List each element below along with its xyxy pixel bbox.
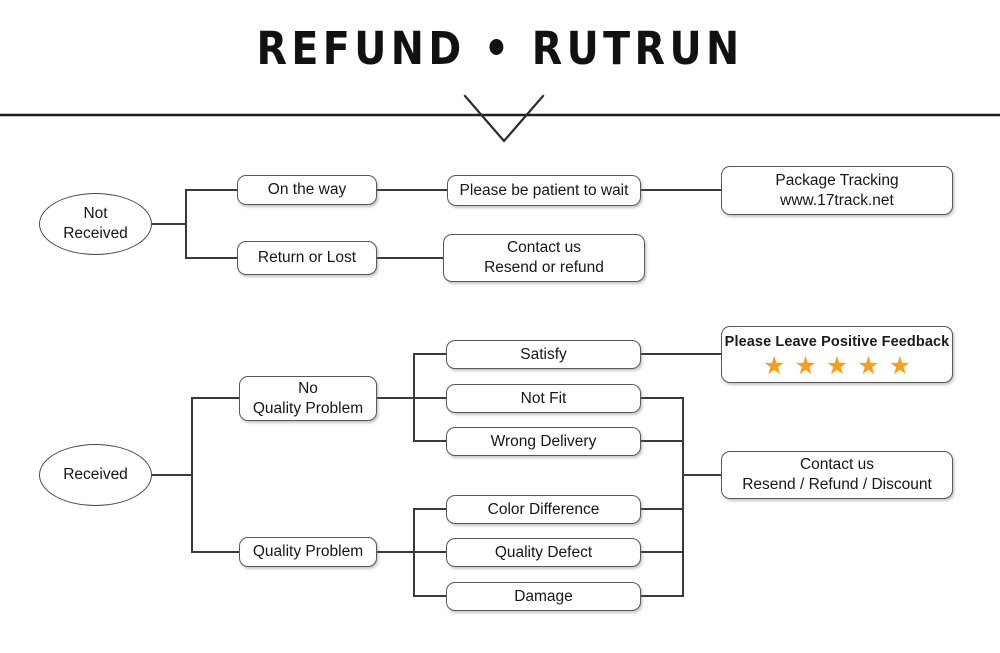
header-divider-group [0,94,1000,143]
star-icon[interactable]: ★ [825,351,849,380]
star-rating[interactable]: ★ ★ ★ ★ ★ [762,351,912,380]
node-on-the-way-label: On the way [267,181,347,199]
node-satisfy-label: Satisfy [520,345,567,363]
star-icon[interactable]: ★ [857,351,880,380]
node-wrong-delivery-label: Wrong Delivery [490,432,597,450]
node-satisfy[interactable]: Satisfy [446,340,641,369]
node-received[interactable]: Received [39,444,152,506]
node-color-difference-label: Color Difference [487,500,600,518]
node-quality-problem[interactable]: Quality Problem [239,537,377,567]
node-not-received-label: Not Received [63,204,128,242]
node-return-or-lost-label: Return or Lost [257,249,357,267]
node-damage[interactable]: Damage [446,582,641,611]
chevron-down-icon [463,94,545,143]
node-not-received[interactable]: Not Received [39,193,152,255]
node-positive-feedback[interactable]: Please Leave Positive Feedback ★ ★ ★ ★ ★ [721,326,953,383]
node-quality-problem-label: Quality Problem [252,543,364,561]
node-no-quality-problem[interactable]: No Quality Problem [239,376,377,421]
node-please-be-patient-label: Please be patient to wait [459,181,629,199]
star-icon[interactable]: ★ [888,351,912,380]
node-not-fit-label: Not Fit [520,389,567,407]
node-received-label: Received [63,465,128,483]
node-contact-resend-or-refund-label: Contact us Resend or refund [484,239,604,276]
node-contact-resend-refund-discount-label: Contact us Resend / Refund / Discount [742,456,932,493]
node-package-tracking[interactable]: Package Tracking www.17track.net [721,166,953,215]
node-on-the-way[interactable]: On the way [237,175,377,205]
star-icon[interactable]: ★ [762,351,786,380]
node-no-quality-problem-label: No Quality Problem [252,379,364,417]
node-package-tracking-label: Package Tracking www.17track.net [775,171,899,209]
node-color-difference[interactable]: Color Difference [446,495,641,524]
node-please-be-patient[interactable]: Please be patient to wait [447,175,641,206]
node-quality-defect[interactable]: Quality Defect [446,538,641,567]
node-quality-defect-label: Quality Defect [494,543,593,561]
node-damage-label: Damage [514,587,573,605]
star-icon[interactable]: ★ [794,351,817,380]
page-title: REFUND • RUTRUN [256,22,744,75]
node-contact-resend-refund-discount[interactable]: Contact us Resend / Refund / Discount [721,451,953,499]
node-return-or-lost[interactable]: Return or Lost [237,241,377,275]
node-wrong-delivery[interactable]: Wrong Delivery [446,427,641,456]
node-positive-feedback-label: Please Leave Positive Feedback [724,334,950,351]
node-not-fit[interactable]: Not Fit [446,384,641,413]
node-contact-resend-or-refund[interactable]: Contact us Resend or refund [443,234,645,282]
